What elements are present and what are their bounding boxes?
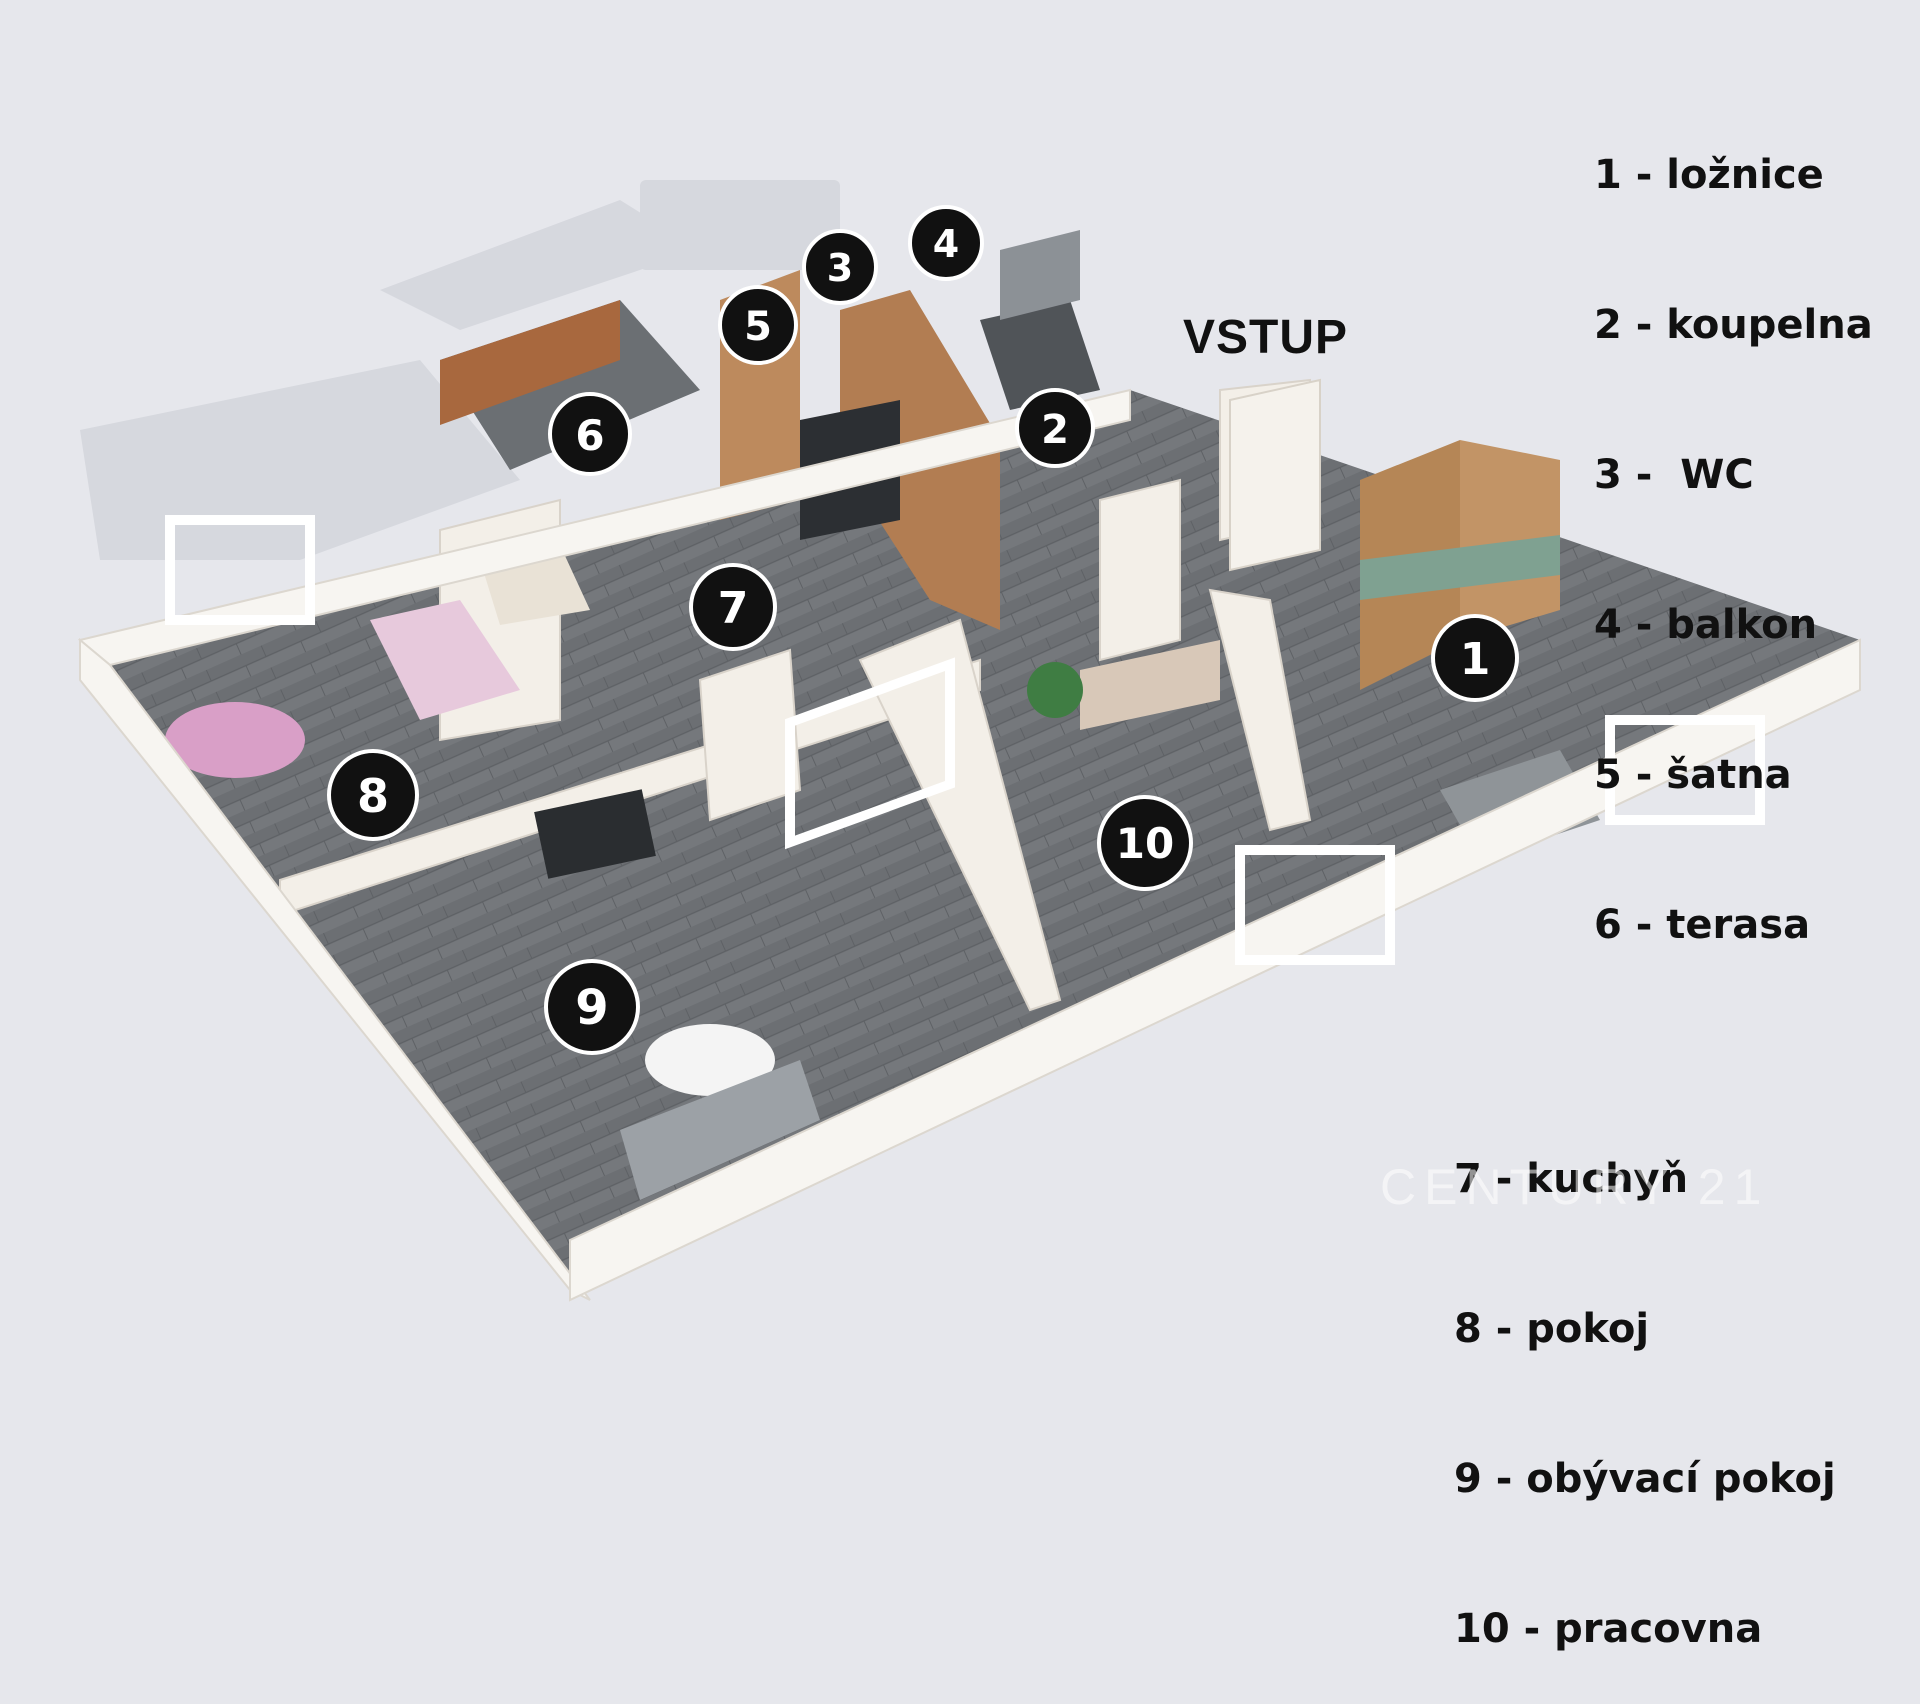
svg-text:4: 4 [933,222,959,266]
svg-text:5: 5 [744,304,772,350]
room-marker-10: 10 [1097,795,1193,891]
room-marker-9: 9 [544,959,640,1055]
legend-item: 5 - šatna [1594,752,1792,798]
wardrobe [1360,440,1560,690]
room-marker-6: 6 [548,392,632,476]
legend-item: 7 - kuchyň [1454,1156,1689,1202]
room-marker-2: 2 [1015,388,1095,468]
svg-text:3: 3 [827,246,853,290]
legend-item: 8 - pokoj [1454,1306,1650,1352]
interior-walls [279,378,1312,1012]
bathroom-fixtures [980,230,1100,410]
legend-item: 1 - ložnice [1594,152,1824,198]
entrance-label: VSTUP [1183,311,1349,364]
legend-item: 10 - pracovna [1454,1606,1763,1652]
floor-plan-3d: 1 2 3 4 5 6 7 8 [77,180,1861,1302]
room-markers: 1 2 3 4 5 6 7 8 [327,205,1519,1055]
svg-text:2: 2 [1041,407,1069,453]
legend-item: 2 - koupelna [1594,302,1873,348]
legend-item: 4 - balkon [1594,602,1818,648]
windows [165,515,1765,965]
legend-item: 9 - obývací pokoj [1454,1456,1836,1502]
room-marker-8: 8 [327,749,419,841]
svg-text:1: 1 [1460,634,1491,685]
terrace [440,300,700,470]
svg-text:8: 8 [357,769,389,823]
building-shadow [80,180,840,560]
svg-text:7: 7 [718,583,749,634]
room-marker-1: 1 [1431,614,1519,702]
svg-text:6: 6 [575,411,604,460]
watermark: CENTURY 21 [1380,1159,1770,1215]
exterior-walls [77,388,1861,1302]
room-marker-5: 5 [718,285,798,365]
room-legend-top: 1 - ložnice 2 - koupelna 3 - WC 4 - balk… [1594,50,1873,1000]
svg-text:9: 9 [575,980,608,1036]
svg-text:10: 10 [1116,819,1174,868]
room-marker-4: 4 [908,205,984,281]
room-marker-3: 3 [802,229,878,305]
entrance-door [1229,378,1321,572]
legend-item: 3 - WC [1594,452,1754,498]
room-legend-bottom: 7 - kuchyň 8 - pokoj 9 - obývací pokoj 1… [1454,1054,1836,1704]
legend-item: 6 - terasa [1594,902,1811,948]
room-marker-7: 7 [689,563,777,651]
